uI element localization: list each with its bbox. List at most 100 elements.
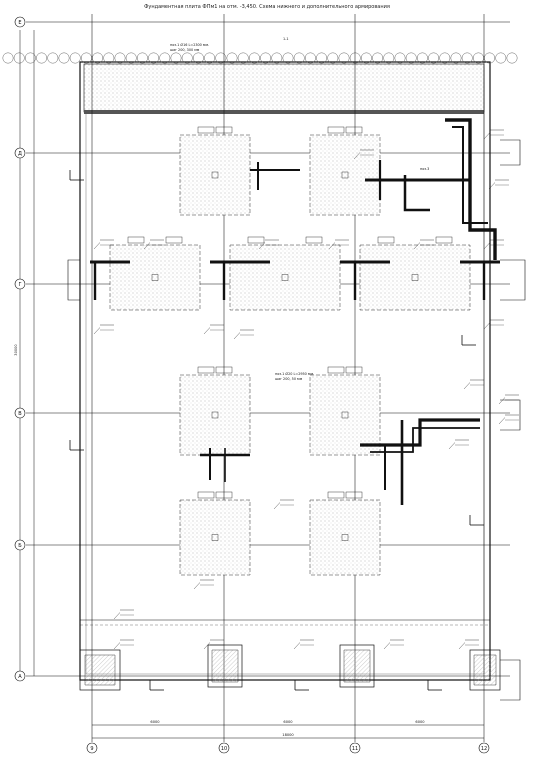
pile-circle: [304, 52, 316, 64]
bay-center-mark: [341, 411, 349, 419]
bay-tag: [435, 236, 453, 244]
callout-pointer: [483, 242, 491, 250]
pile-circle: [36, 52, 48, 64]
top-hatched-strip: [83, 63, 485, 114]
pile-circle: [338, 52, 350, 64]
bay-tag: [247, 236, 265, 244]
pile-circle: [125, 52, 137, 64]
pile-circle: [215, 52, 227, 64]
callout-pointer: [93, 327, 101, 335]
callout-pointer: [483, 322, 491, 330]
dim-total-bottom: 18000: [282, 733, 294, 737]
pile-circle: [293, 52, 305, 64]
section-mark: 1-1: [283, 37, 289, 41]
callout-pointer: [93, 242, 101, 250]
bay-label-sub: шаг 200, 50 мм: [275, 377, 303, 381]
pile-circle: [237, 52, 249, 64]
callout-pointer: [353, 152, 361, 160]
callout-pointer: [293, 642, 301, 650]
pile-circle: [416, 52, 428, 64]
pile-circle: [148, 52, 160, 64]
pile-circle: [495, 52, 507, 64]
pile-circle: [69, 52, 81, 64]
col-axis-12: 12: [481, 746, 487, 752]
row-axis-D: Д: [18, 151, 22, 157]
callout-pointer: [463, 382, 471, 390]
col-axis-11: 11: [352, 746, 358, 752]
bay-tag: [305, 236, 323, 244]
bay-label: поз.1 Ø20 L=2950 мм.: [275, 371, 314, 376]
bay-center-mark: [211, 534, 219, 541]
pile-circle: [92, 52, 104, 64]
pile-circle: [226, 52, 238, 64]
bay-tag: [197, 126, 215, 134]
callout-pointer: [113, 642, 121, 650]
pile-circle: [327, 52, 339, 64]
row-axis-G: Г: [18, 282, 21, 288]
callout-pointer: [498, 397, 506, 405]
pile-circle: [405, 52, 417, 64]
pile-circle: [282, 52, 294, 64]
row-axis-V: В: [18, 411, 22, 417]
bay-tag: [127, 236, 145, 244]
bay-tag: [215, 491, 233, 499]
bay-area: [179, 134, 251, 216]
top-label-sub: шаг 200, 300 мм: [170, 48, 200, 52]
bay-area: [179, 374, 251, 456]
dim-span-1: 6000: [150, 720, 160, 724]
dim-span-3: 6000: [415, 720, 425, 724]
pile-circle: [461, 52, 473, 64]
pile-circle: [181, 52, 193, 64]
pile-circle: [114, 52, 126, 64]
pile-circle: [472, 52, 484, 64]
bay-area: [359, 244, 471, 311]
top-label: поз.1 Ø16 L=2300 мм.: [170, 42, 209, 47]
bay-center-mark: [151, 274, 159, 281]
pile-circle: [136, 52, 148, 64]
col-axis-10: 10: [221, 746, 227, 752]
pile-circle: [428, 52, 440, 64]
callout-pointer: [143, 242, 151, 250]
bay-tag: [377, 236, 395, 244]
callout-pointer: [113, 612, 121, 620]
bay-center-mark: [341, 534, 349, 541]
bay-area: [309, 374, 381, 456]
pile-circle: [80, 52, 92, 64]
callout-pointer: [448, 442, 456, 450]
callout-pointer: [483, 132, 491, 140]
bay-tag: [197, 366, 215, 374]
bay-area: [309, 134, 381, 216]
pile-circle: [24, 52, 36, 64]
pile-circle: [170, 52, 182, 64]
pile-circle: [58, 52, 70, 64]
pile-circle: [316, 52, 328, 64]
bay-center-mark: [211, 411, 219, 419]
column-axis-markers: 9 10 11 12: [86, 742, 490, 754]
notes: поз.1 Ø16 L=2300 мм. шаг 200, 300 мм поз…: [170, 37, 429, 381]
dim-span-2: 6000: [283, 720, 293, 724]
row-axis-E: Е: [18, 20, 21, 26]
pile-row: [2, 52, 518, 64]
bay-tag: [345, 126, 363, 134]
bay-tag: [327, 491, 345, 499]
bay-area: [309, 499, 381, 576]
callout-pointer: [203, 642, 211, 650]
pile-circle: [103, 52, 115, 64]
bay-center-mark: [341, 171, 349, 179]
row-axis-A: А: [18, 674, 22, 680]
callout-pointer: [458, 642, 466, 650]
bay-area: [109, 244, 201, 311]
pile-circle: [204, 52, 216, 64]
callout-pointer: [233, 332, 241, 340]
pile-circle: [13, 52, 25, 64]
callout-pointer: [328, 242, 336, 250]
pile-circle: [439, 52, 451, 64]
bay-tag: [345, 366, 363, 374]
pile-circle: [47, 52, 59, 64]
callout-pointer: [413, 242, 421, 250]
pile-circle: [450, 52, 462, 64]
col-axis-9: 9: [90, 746, 93, 752]
pile-circle: [360, 52, 372, 64]
grid-lines: [26, 14, 510, 742]
